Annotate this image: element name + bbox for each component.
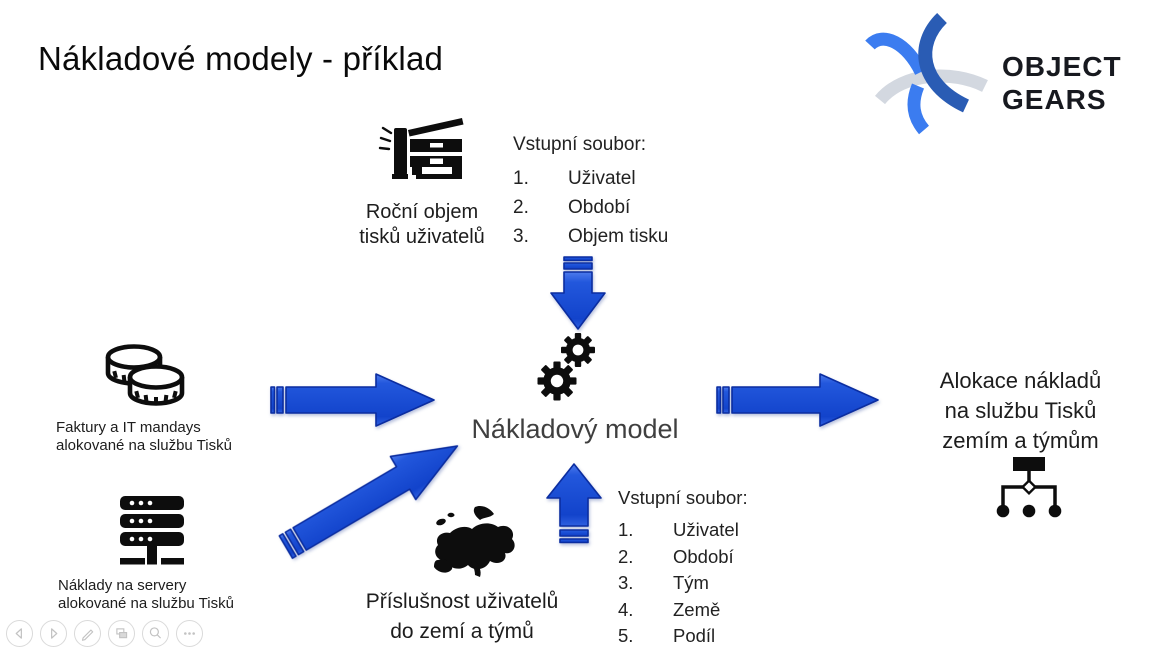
objectgears-logo-text: OBJECT GEARS [1002, 50, 1122, 116]
list-item: 2. Období [513, 197, 631, 218]
slide-title: Nákladové modely - příklad [38, 40, 444, 77]
list-item: 3. Objem tisku [513, 226, 669, 247]
zoom-slide-button[interactable] [142, 620, 169, 647]
model-label: Nákladový model [471, 414, 679, 444]
arrow-diagonal-servers-icon [278, 445, 459, 560]
org-chart-icon [996, 457, 1062, 518]
arrow-right-coins-icon [270, 373, 435, 427]
coins-icon [105, 344, 185, 406]
logo-word-gears: GEARS [1002, 84, 1107, 115]
objectgears-logo-icon [865, 12, 988, 135]
arrow-right-output-icon [716, 373, 879, 427]
next-icon [51, 628, 58, 639]
pen-icon [81, 629, 94, 641]
previous-slide-button[interactable] [6, 620, 33, 647]
presenter-toolbar [6, 620, 203, 647]
more-options-button[interactable] [176, 620, 203, 647]
coins-caption: Faktury a IT mandays alokované na službu… [56, 419, 232, 454]
gears-icon [537, 333, 595, 401]
input-file-list-bottom: Vstupní soubor: 1. Uživatel 2. Období 3.… [618, 487, 748, 650]
ellipsis-icon [184, 632, 195, 635]
next-slide-button[interactable] [40, 620, 67, 647]
input-list-heading: Vstupní soubor: [513, 134, 647, 155]
list-item: 5. Podíl [618, 625, 716, 646]
arrow-down-icon [550, 256, 606, 330]
see-all-slides-button[interactable] [108, 620, 135, 647]
list-item: 1. Uživatel [513, 168, 636, 189]
europe-map-icon [434, 505, 515, 577]
printer-caption: Roční objem tisků uživatelů [359, 201, 485, 248]
magnifier-icon [149, 627, 162, 639]
logo-word-object: OBJECT [1002, 51, 1122, 82]
pen-tools-button[interactable] [74, 620, 101, 647]
server-icon [120, 496, 184, 565]
input-file-list-top: Vstupní soubor: 1. Uživatel 2. Období 3.… [513, 134, 668, 251]
output-caption: Alokace nákladů na službu Tisků zemím a … [939, 368, 1102, 453]
input-list-heading: Vstupní soubor: [618, 487, 748, 508]
list-item: 1. Uživatel [618, 519, 739, 540]
arrow-up-icon [546, 463, 602, 544]
list-item: 4. Země [618, 598, 721, 620]
slides-grid-icon [116, 628, 128, 639]
previous-icon [15, 628, 22, 639]
list-item: 2. Období [618, 545, 734, 567]
list-item: 3. Tým [618, 572, 709, 593]
server-caption: Náklady na servery alokované na službu T… [58, 577, 234, 612]
europe-caption: Příslušnost uživatelů do zemí a týmů [365, 590, 559, 643]
printer-icon [378, 118, 464, 179]
